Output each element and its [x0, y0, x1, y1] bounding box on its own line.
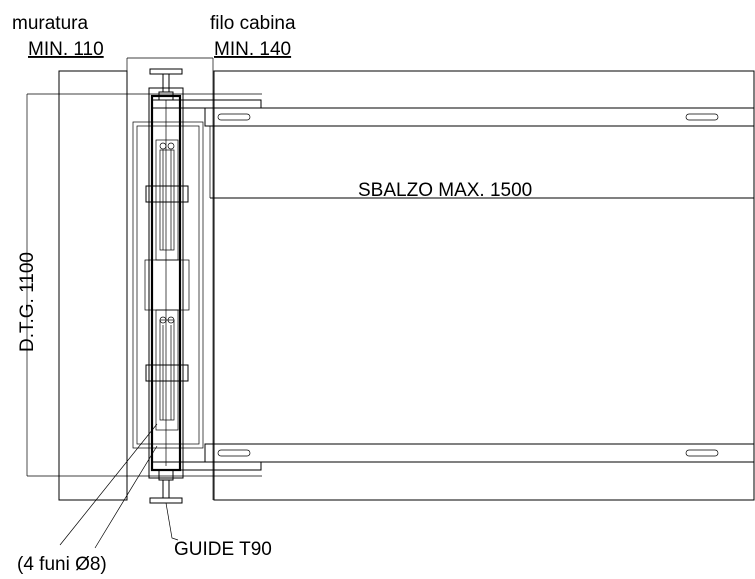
upper-cross-plate: [151, 99, 262, 109]
guide-t90-label: GUIDE T90: [174, 539, 272, 560]
muratura-label: muratura: [12, 13, 88, 34]
funi-leader-line-2: [94, 445, 158, 549]
funi-label: (4 funi Ø8): [17, 554, 107, 575]
lower-cross-plate: [151, 461, 262, 471]
lower-arm: [204, 443, 755, 463]
upper-arm: [204, 107, 755, 127]
filo-cabina-label: filo cabina: [210, 13, 296, 34]
center-crosshead: [144, 259, 190, 311]
muratura-min-label: MIN. 110: [28, 39, 104, 60]
cabin-outline: [213, 70, 755, 501]
sling-upright: [148, 87, 184, 479]
wall-block: [58, 70, 128, 501]
sling-outer-frame: [132, 121, 204, 449]
funi-leader-line: [59, 423, 158, 546]
upper-guide-rail: [149, 68, 183, 101]
lower-guide-rail: [149, 469, 183, 504]
upper-pulley-assembly: [145, 139, 189, 261]
sbalzo-label: SBALZO MAX. 1500: [358, 180, 532, 201]
lower-arm-slot-left: [217, 449, 251, 457]
dtg-dimension-label: D.T.G. 1100: [17, 252, 38, 352]
guide-leader-line: [165, 502, 179, 541]
sling-inner-frame: [136, 125, 200, 445]
lower-arm-slot-right: [685, 449, 719, 457]
filo-cabina-min-label: MIN. 140: [214, 39, 291, 60]
upper-arm-slot-right: [685, 113, 719, 121]
upper-arm-slot-left: [217, 113, 251, 121]
